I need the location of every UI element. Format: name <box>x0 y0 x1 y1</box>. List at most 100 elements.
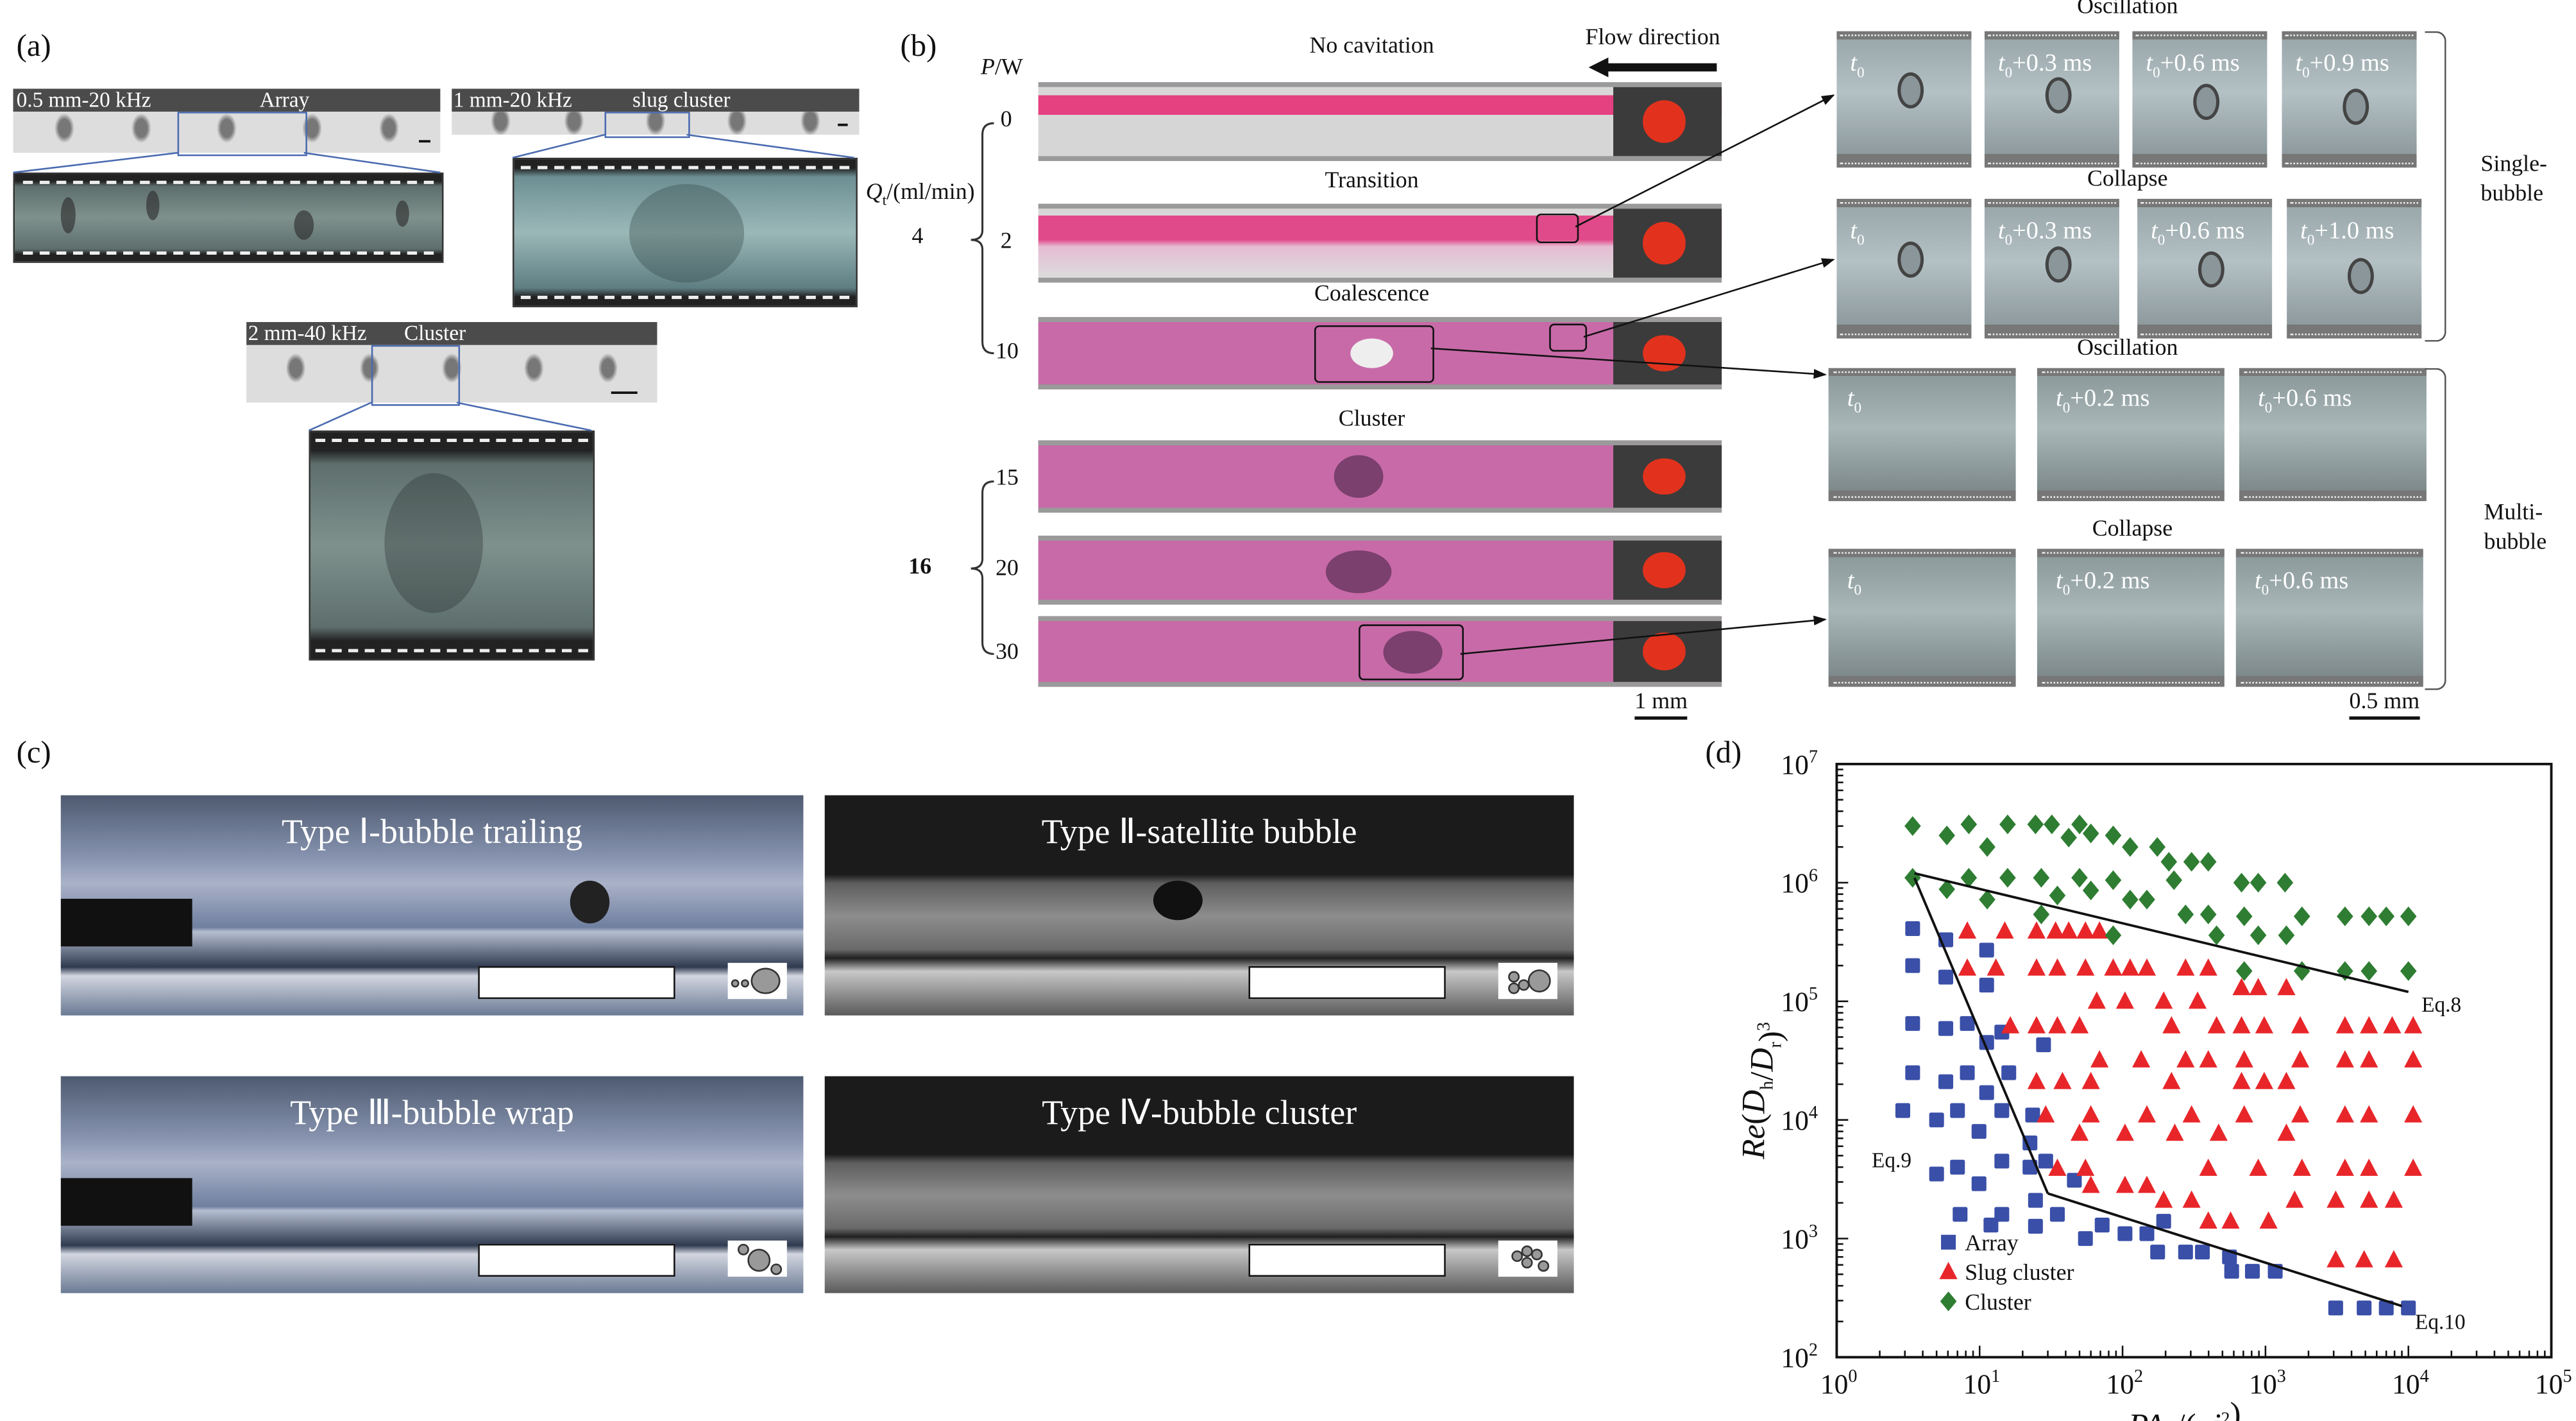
slug-cluster-point <box>2087 991 2106 1009</box>
y-tick-label: 107 <box>1781 747 1818 780</box>
cluster-point <box>2060 828 2077 847</box>
cluster-point <box>2378 906 2395 926</box>
cluster-point <box>2105 925 2122 946</box>
array-point <box>2244 1264 2260 1279</box>
roi-box-transition <box>1536 213 1579 244</box>
cluster-point <box>2027 814 2044 835</box>
fit-line-label: Eq.9 <box>1872 1148 1911 1172</box>
roi-connector-arrows <box>1430 94 1835 655</box>
cluster-point <box>2165 870 2183 890</box>
slug-cluster-point <box>2176 1050 2195 1068</box>
array-header: 0.5 mm-20 kHz Array <box>13 89 441 112</box>
scale-bar-0-5mm: 0.5 mm <box>2349 690 2420 720</box>
slug-cluster-point <box>2291 1105 2310 1123</box>
array-point <box>2224 1264 2239 1279</box>
qt-axis-label: Qt/(ml/min) <box>865 180 975 208</box>
legend-label: Slug cluster <box>1965 1259 2074 1285</box>
array-point <box>2401 1300 2416 1316</box>
cluster-point <box>2183 851 2200 872</box>
cluster-point <box>2233 872 2250 893</box>
sequence-0-frame-1: t0+0.3 ms <box>1984 31 2119 168</box>
cluster-point <box>2082 823 2099 844</box>
type-1-title: Type Ⅰ-bubble trailing <box>282 812 583 851</box>
y-tick-label: 104 <box>1781 1103 1818 1136</box>
frame-time-label: t0 <box>1850 218 1865 248</box>
slug-cluster-point <box>2199 1211 2217 1229</box>
slug-cluster-point <box>2249 1158 2267 1176</box>
slug-selection-box <box>604 112 690 139</box>
frame-time-label: t0+0.6 ms <box>2254 568 2349 598</box>
slug-cluster-point <box>2355 1250 2373 1268</box>
bubble-trailing-icon <box>727 962 787 1000</box>
slug-cluster-point <box>2335 1158 2354 1176</box>
array-point <box>2139 1226 2155 1241</box>
pw-value-10: 10 <box>996 340 1019 365</box>
sequence-1-frame-1: t0+0.3 ms <box>1984 198 2119 339</box>
qt-value-16: 16 <box>908 555 932 581</box>
sequence-title-1: Collapse <box>2087 167 2168 192</box>
slug-cluster-point <box>2115 1123 2134 1141</box>
roi-box-coalescence-small <box>1549 323 1588 352</box>
array-point <box>2094 1218 2110 1233</box>
array-point <box>2117 1226 2133 1241</box>
sequence-0-frame-3: t0+0.9 ms <box>2282 31 2417 168</box>
bubble-wrap-icon <box>727 1240 787 1277</box>
slug-cluster-point <box>2137 1105 2157 1123</box>
frame-time-label: t0+0.3 ms <box>1997 218 2092 248</box>
slug-header-right: slug cluster <box>632 89 731 112</box>
pw-value-2: 2 <box>1000 230 1012 255</box>
sequence-1-frame-2: t0+0.6 ms <box>2137 198 2273 339</box>
slug-cluster-point <box>1987 958 2005 976</box>
cluster-point <box>2105 870 2122 890</box>
slug-cluster-point <box>2360 1190 2378 1208</box>
slug-cluster-point <box>2232 1071 2251 1089</box>
array-point <box>1950 1103 1965 1118</box>
slug-cluster-point <box>2291 1016 2310 1034</box>
strip-title-1: Transition <box>1325 169 1419 194</box>
single-bubble-label: Single-bubble <box>2480 153 2548 207</box>
cluster-point <box>2235 961 2253 981</box>
cluster-point <box>2293 906 2310 926</box>
pw-value-0: 0 <box>1000 108 1012 133</box>
sequence-title-0: Oscillation <box>2077 0 2178 20</box>
slug-cluster-point <box>2360 1050 2378 1068</box>
strip-title-0: No cavitation <box>1309 34 1434 60</box>
type-1-label-box <box>478 966 675 1000</box>
cluster-point <box>1999 814 2016 835</box>
cluster-point <box>2043 814 2060 835</box>
array-point <box>2025 1107 2040 1123</box>
cluster-point <box>2278 925 2295 946</box>
y-axis-label: Re(Dh/Dr)3 <box>1736 1022 1789 1160</box>
frame-time-label: t0+0.6 ms <box>2258 386 2352 416</box>
type-3-label-box <box>478 1243 675 1277</box>
array-strip-image <box>13 112 441 153</box>
slug-cluster-point <box>2360 1105 2378 1123</box>
array-point <box>2195 1245 2210 1260</box>
panel-label-a: (a) <box>16 30 51 64</box>
fit-line-eq10 <box>2047 1192 2403 1307</box>
array-point <box>1905 921 1920 937</box>
slug-cluster-point <box>2027 958 2046 976</box>
cluster-point <box>2360 906 2378 926</box>
slug-cluster-point <box>2182 1105 2201 1123</box>
roi-box-cluster <box>1359 624 1464 681</box>
cluster-point <box>2337 961 2353 981</box>
strip-title-2: Coalescence <box>1314 282 1430 307</box>
channel-image-p20 <box>1038 535 1722 605</box>
panel-a-connector-lines <box>13 123 854 432</box>
cluster-point <box>2235 906 2253 926</box>
roi-box-coalescence-large <box>1314 325 1434 383</box>
array-point <box>1929 1112 1944 1128</box>
cluster-point <box>2250 872 2267 893</box>
sequence-3-frame-1: t0+0.2 ms <box>2037 549 2224 687</box>
x-tick-label: 105 <box>2535 1366 2572 1400</box>
array-header-left: 0.5 mm-20 kHz <box>16 89 151 112</box>
array-point <box>1953 1207 1968 1222</box>
fit-line-eq9 <box>1913 877 2049 1195</box>
cluster-point <box>1979 889 1996 910</box>
slug-cluster-point <box>2165 1123 2184 1141</box>
plot-frame <box>1835 763 2553 1359</box>
slug-cluster-point <box>2277 1071 2296 1089</box>
cluster-point <box>2276 872 2294 893</box>
cluster-selection-box <box>371 345 461 406</box>
